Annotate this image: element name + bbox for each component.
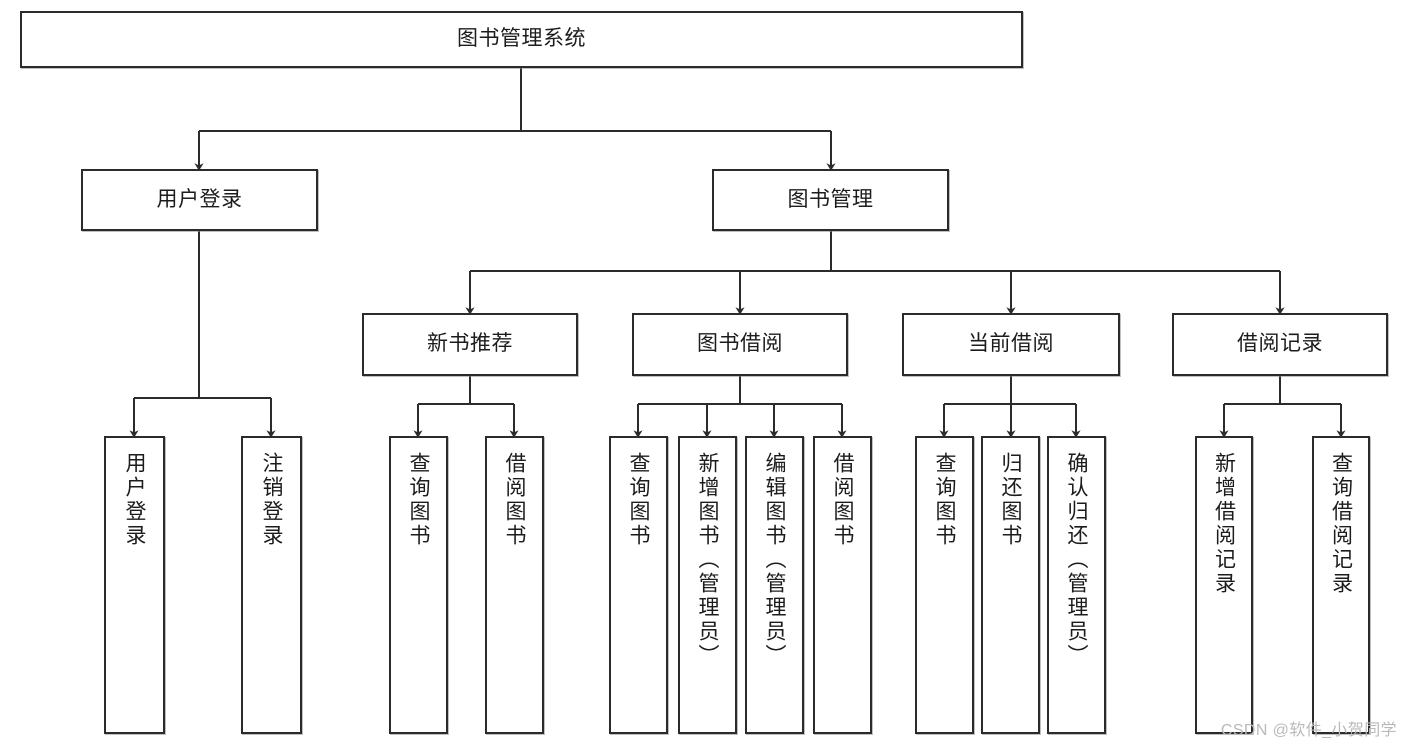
node-user-login-label: 用户登录	[156, 187, 243, 211]
node-new-book-rec[interactable]: 新书推荐	[362, 313, 578, 376]
node-leaf-borrow-book-2-label: 借阅图书	[831, 452, 854, 548]
node-leaf-query-book-2-label: 查询图书	[627, 452, 650, 548]
node-user-login[interactable]: 用户登录	[81, 169, 318, 231]
node-leaf-query-record[interactable]: 查询借阅记录	[1312, 436, 1370, 734]
node-leaf-return-book-label: 归还图书	[999, 452, 1022, 548]
node-leaf-query-book-1[interactable]: 查询图书	[389, 436, 448, 734]
node-leaf-query-book-3-label: 查询图书	[933, 452, 956, 548]
node-book-borrow[interactable]: 图书借阅	[632, 313, 848, 376]
node-leaf-user-login-label: 用户登录	[123, 452, 146, 548]
node-leaf-edit-book[interactable]: 编辑图书（管理员）	[745, 436, 804, 734]
node-borrow-record-label: 借阅记录	[1237, 332, 1323, 356]
node-leaf-query-book-1-label: 查询图书	[407, 452, 430, 548]
node-book-manage[interactable]: 图书管理	[712, 169, 949, 231]
node-leaf-query-book-3[interactable]: 查询图书	[915, 436, 974, 734]
csdn-watermark: CSDN @软件_小贺同学	[1220, 722, 1397, 739]
node-current-borrow-label: 当前借阅	[968, 332, 1054, 356]
node-leaf-borrow-book-1-label: 借阅图书	[503, 452, 526, 548]
node-leaf-logout-label: 注销登录	[260, 452, 283, 548]
node-leaf-borrow-book-1[interactable]: 借阅图书	[485, 436, 544, 734]
node-current-borrow[interactable]: 当前借阅	[902, 313, 1120, 376]
node-leaf-add-book-label: 新增图书（管理员）	[696, 452, 719, 668]
node-leaf-confirm-return[interactable]: 确认归还（管理员）	[1047, 436, 1106, 734]
node-new-book-rec-label: 新书推荐	[427, 332, 513, 356]
node-root-label: 图书管理系统	[457, 27, 586, 51]
node-leaf-return-book[interactable]: 归还图书	[981, 436, 1040, 734]
node-leaf-edit-book-label: 编辑图书（管理员）	[763, 452, 786, 668]
node-leaf-confirm-return-label: 确认归还（管理员）	[1065, 452, 1088, 668]
node-leaf-add-record[interactable]: 新增借阅记录	[1195, 436, 1253, 734]
node-leaf-add-record-label: 新增借阅记录	[1212, 452, 1236, 596]
node-leaf-add-book[interactable]: 新增图书（管理员）	[678, 436, 737, 734]
node-leaf-user-login[interactable]: 用户登录	[104, 436, 165, 734]
node-book-manage-label: 图书管理	[787, 187, 874, 211]
node-leaf-borrow-book-2[interactable]: 借阅图书	[813, 436, 872, 734]
node-book-borrow-label: 图书借阅	[697, 332, 783, 356]
node-leaf-query-record-label: 查询借阅记录	[1329, 452, 1353, 596]
node-leaf-logout[interactable]: 注销登录	[241, 436, 302, 734]
node-leaf-query-book-2[interactable]: 查询图书	[609, 436, 668, 734]
node-root[interactable]: 图书管理系统	[20, 11, 1023, 68]
node-borrow-record[interactable]: 借阅记录	[1172, 313, 1388, 376]
